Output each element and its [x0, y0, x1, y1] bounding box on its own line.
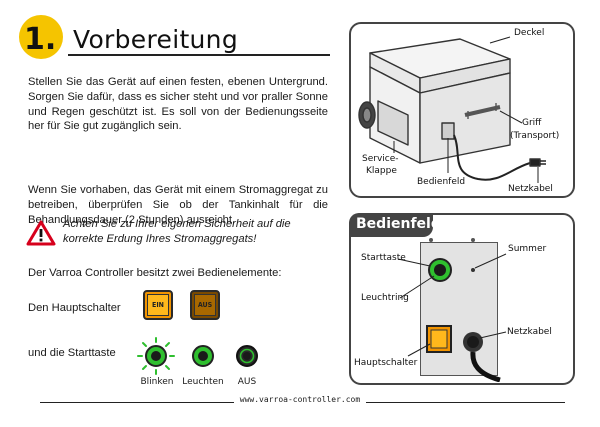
- label-bedienfeld: Bedienfeld: [417, 177, 466, 187]
- label-klappe: Klappe: [366, 166, 397, 176]
- start-button-blinking-icon: [137, 337, 175, 375]
- label-netzkabel-panel: Netzkabel: [507, 327, 552, 337]
- label-hauptschalter: Hauptschalter: [354, 358, 418, 368]
- device-drawing: [358, 36, 546, 183]
- label-leuchtring: Leuchtring: [361, 293, 409, 303]
- state-blinking-label: Blinken: [140, 377, 174, 387]
- footer-url-text: www.varroa-controller.com: [233, 395, 367, 404]
- label-netzkabel: Netzkabel: [508, 184, 553, 194]
- label-transport: (Transport): [510, 131, 560, 141]
- label-griff: Griff: [522, 118, 542, 128]
- state-lit-label: Leuchten: [182, 377, 224, 387]
- label-summer: Summer: [508, 244, 547, 254]
- panel-title: Bedienfeld: [356, 216, 441, 232]
- state-off-label: AUS: [237, 377, 257, 387]
- start-button-lit-icon: [192, 345, 214, 367]
- title-underline: [68, 54, 330, 56]
- start-button-states: [137, 337, 258, 375]
- label-deckel: Deckel: [514, 28, 545, 38]
- warning-text: Achten Sie zu Ihrer eigenen Sicherheit a…: [63, 218, 291, 245]
- start-button-label: und die Starttaste: [28, 347, 116, 359]
- start-button-off-icon: [236, 345, 258, 367]
- paragraph-generator: Wenn Sie vorhaben, das Gerät mit einem S…: [28, 184, 328, 226]
- main-switch-on-label: EIN: [147, 294, 169, 316]
- page-title: Vorbereitung: [73, 25, 239, 54]
- label-service: Service-: [362, 154, 399, 164]
- main-switch-off-label: AUS: [194, 294, 216, 316]
- label-starttaste: Starttaste: [361, 253, 406, 263]
- main-switch-on: EIN: [143, 290, 173, 320]
- main-switch-off: AUS: [190, 290, 220, 320]
- warning-triangle-icon: [26, 220, 56, 246]
- footer-url: www.varroa-controller.com: [0, 395, 600, 404]
- paragraph-setup: Stellen Sie das Gerät auf einen festen, …: [28, 76, 328, 133]
- panel-header: [349, 213, 433, 237]
- step-number: 1.: [24, 22, 57, 57]
- step-badge: [19, 15, 63, 59]
- controls-intro: Der Varroa Controller besitzt zwei Bedie…: [28, 267, 282, 279]
- main-switch-label: Den Hauptschalter: [28, 302, 121, 314]
- control-plate-drawing: [397, 238, 507, 382]
